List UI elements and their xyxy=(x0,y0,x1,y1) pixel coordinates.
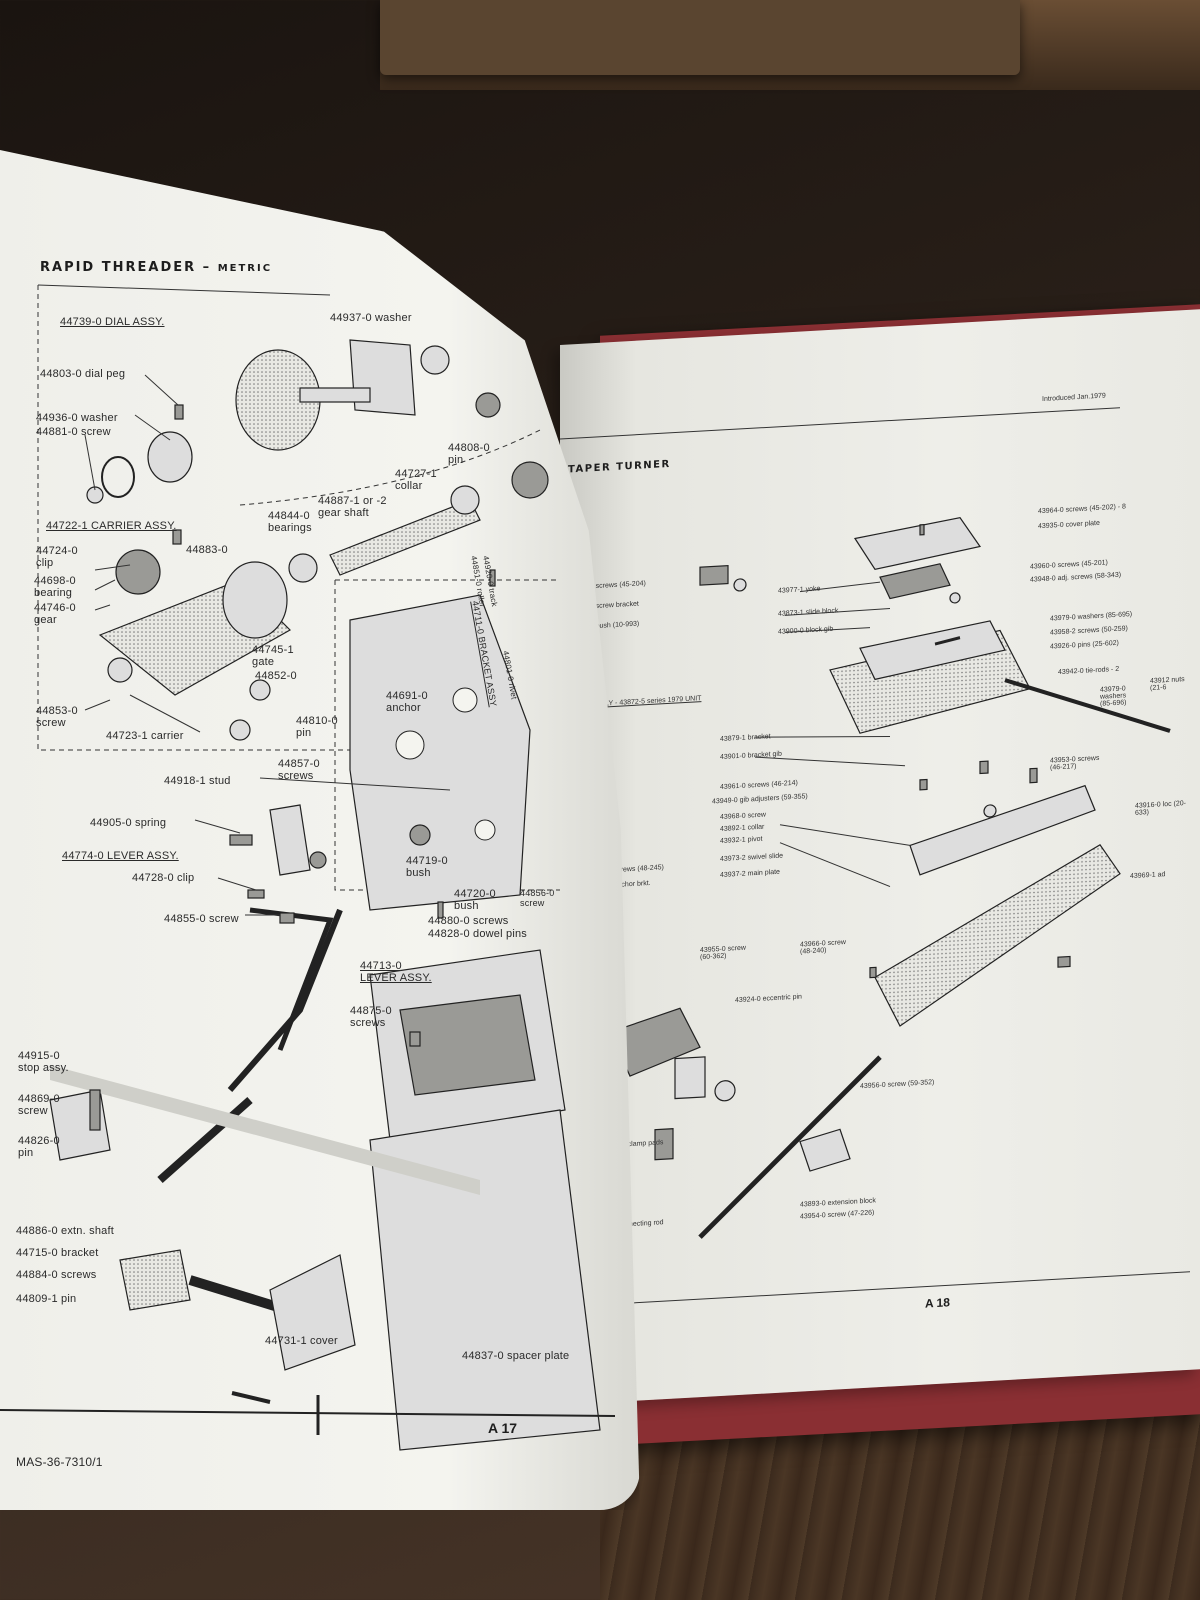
part-label: 44875-0 screws xyxy=(350,1005,392,1029)
part-label: 44881-0 screw xyxy=(36,426,111,438)
part-label: 44844-0 bearings xyxy=(268,510,312,534)
page-right: Introduced Jan.1979 TAPER TURNER xyxy=(560,309,1200,1405)
part-label: 44826-0 pin xyxy=(18,1135,60,1159)
part-label: 43979-0 washers (85-696) xyxy=(1100,685,1127,708)
carrier-assy-heading: 44722-1 CARRIER ASSY. xyxy=(46,520,177,532)
part-label: 44937-0 washer xyxy=(330,312,412,324)
part-label: 44691-0 anchor xyxy=(386,690,428,714)
part-label: 44719-0 bush xyxy=(406,855,448,879)
part-label: 44918-1 stud xyxy=(164,775,231,787)
title-dash: – xyxy=(202,260,218,275)
part-label: 44810-0 pin xyxy=(296,715,338,739)
box-on-table xyxy=(380,0,1020,75)
taper-turner-drawing xyxy=(609,516,1171,1239)
part-label: 44720-0 bush xyxy=(454,888,496,912)
page-left: RAPID THREADER – METRIC xyxy=(0,150,640,1510)
part-label: 44828-0 dowel pins xyxy=(428,928,528,940)
part-label: 44857-0 screws xyxy=(278,758,320,782)
part-label: 44855-0 screw xyxy=(164,913,239,925)
part-label: 44853-0 screw xyxy=(36,705,78,729)
part-label: 44869-0 screw xyxy=(18,1093,60,1117)
part-label: 44887-1 or -2 gear shaft xyxy=(318,495,387,519)
part-label: 44915-0 stop assy. xyxy=(18,1050,69,1074)
part-label: 44883-0 xyxy=(186,544,228,556)
part-label: 44746-0 gear xyxy=(34,602,76,626)
part-label: 44886-0 extn. shaft xyxy=(16,1225,114,1237)
part-label: 44745-1 gate xyxy=(252,644,294,668)
page-title-left: RAPID THREADER – METRIC xyxy=(40,260,272,275)
part-label: 44723-1 carrier xyxy=(106,730,184,742)
part-label: 44731-1 cover xyxy=(265,1335,338,1347)
part-label: 44803-0 dial peg xyxy=(40,368,126,380)
part-label: 43953-0 screws (46-217) xyxy=(1050,754,1100,772)
part-label: 44728-0 clip xyxy=(132,872,195,884)
page-number-left: A 17 xyxy=(488,1420,518,1436)
page-number-right: A 18 xyxy=(925,1295,950,1311)
part-label: 43912 nuts (21-6 xyxy=(1150,676,1185,693)
footer-rule-left xyxy=(0,1409,616,1417)
part-label: 44884-0 screws xyxy=(16,1269,97,1281)
footer-rule xyxy=(610,1271,1190,1305)
part-label: 44905-0 spring xyxy=(90,817,167,829)
part-label: 44936-0 washer xyxy=(36,412,118,424)
part-label: 44837-0 spacer plate xyxy=(462,1350,570,1362)
part-label: 44727-1 collar xyxy=(395,468,437,492)
title-main: RAPID THREADER xyxy=(40,260,197,275)
part-label: 44698-0 bearing xyxy=(34,575,76,599)
part-label: 44880-0 screws xyxy=(428,915,509,927)
header-rule xyxy=(560,407,1120,440)
footer-code: MAS-36-7310/1 xyxy=(16,1455,103,1469)
part-label: 44856-0 screw xyxy=(520,888,555,908)
part-label: 44715-0 bracket xyxy=(16,1247,99,1259)
part-label: 44852-0 xyxy=(255,670,297,682)
rapid-threader-drawing xyxy=(37,284,601,1451)
part-label: 44808-0 pin xyxy=(448,442,490,466)
part-label: 44724-0 clip xyxy=(36,545,78,569)
dial-assy-heading: 44739-0 DIAL ASSY. xyxy=(60,316,165,328)
part-label: 44809-1 pin xyxy=(16,1293,77,1305)
lever-assy-heading: 44774-0 LEVER ASSY. xyxy=(62,850,179,862)
title-suffix: METRIC xyxy=(217,263,273,274)
lever2-assy-heading: 44713-0 LEVER ASSY. xyxy=(360,960,432,984)
